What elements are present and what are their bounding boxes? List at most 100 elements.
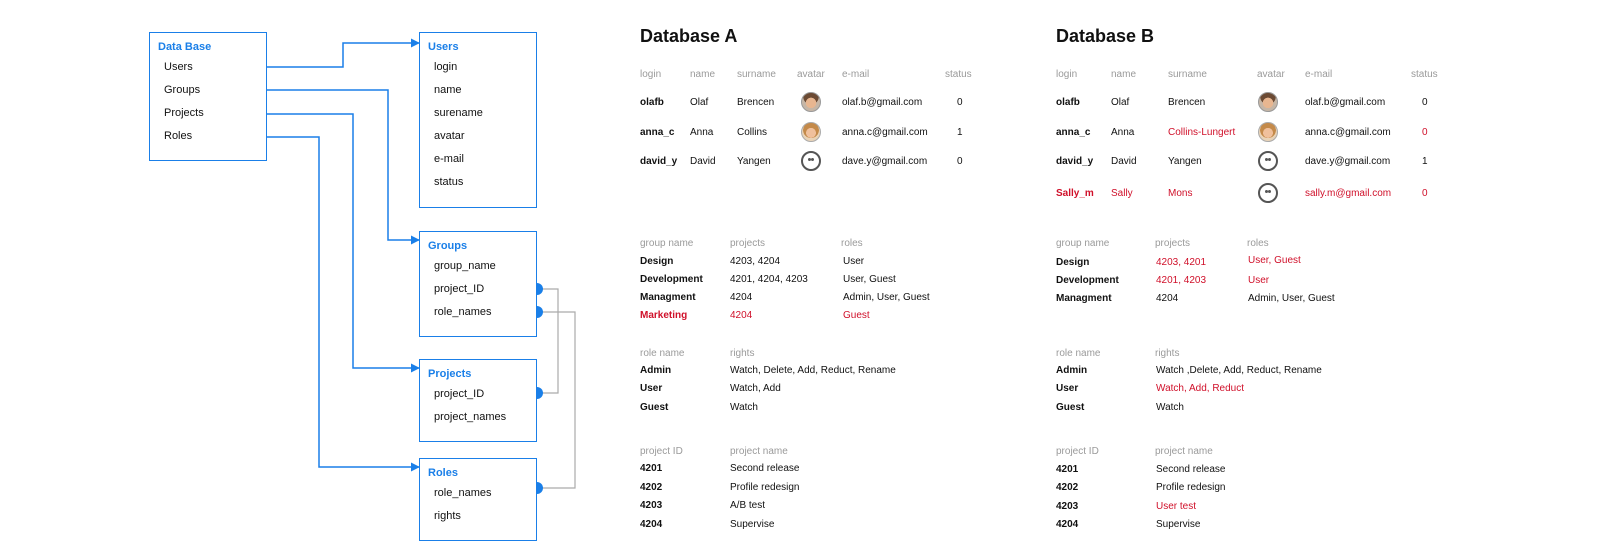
users-field-surname: surename (434, 107, 483, 119)
b-group-roles: User, Guest (1248, 255, 1301, 266)
a-users-header-status: status (945, 69, 972, 80)
a-users-header-login: login (640, 69, 662, 80)
a-role-name: User (640, 383, 663, 394)
b-user-name: Anna (1111, 127, 1135, 138)
roles-field-rights: rights (434, 510, 461, 522)
a-role-rights: Watch, Add (730, 383, 781, 394)
blank-avatar-icon (801, 151, 821, 171)
b-user-name: David (1111, 156, 1137, 167)
users-field-name: name (434, 84, 462, 96)
a-user-email: olaf.b@gmail.com (842, 97, 923, 108)
face-avatar (1258, 122, 1278, 142)
link-role-names (537, 311, 576, 489)
a-group-projects: 4201, 4204, 4203 (730, 274, 808, 285)
b-project-name: User test (1156, 501, 1197, 512)
b-project-name: Profile redesign (1156, 482, 1226, 493)
b-roles-header-name: role name (1056, 348, 1101, 359)
key-dot-roles-names (537, 482, 543, 494)
a-project-name: Supervise (730, 519, 775, 530)
a-user-surname: Yangen (737, 156, 771, 167)
b-user-email: olaf.b@gmail.com (1305, 97, 1386, 108)
b-user-login: anna_c (1056, 127, 1091, 138)
a-user-name: Olaf (690, 97, 709, 108)
b-role-name: User (1056, 383, 1079, 394)
b-users-header-avatar: avatar (1257, 69, 1285, 80)
b-user-status: 0 (1422, 188, 1428, 199)
b-user-email: sally.m@gmail.com (1305, 188, 1392, 199)
schema-diagram: Data Base Users Groups Projects Roles Us… (0, 0, 600, 560)
projects-box-title: Projects (428, 368, 472, 380)
link-project-id (537, 288, 559, 394)
b-user-login: david_y (1056, 156, 1094, 167)
b-user-surname: Yangen (1168, 156, 1202, 167)
database-box: Data Base Users Groups Projects Roles (149, 32, 267, 161)
face-avatar (801, 122, 821, 142)
b-role-rights: Watch ,Delete, Add, Reduct, Rename (1156, 365, 1322, 376)
b-group-name: Development (1056, 275, 1119, 286)
a-projects-header-id: project ID (640, 446, 683, 457)
a-project-id: 4204 (640, 519, 663, 530)
database-item-groups: Groups (164, 84, 201, 96)
key-dot-groups-project (537, 283, 543, 295)
b-role-name: Admin (1056, 365, 1088, 376)
b-projects-header-id: project ID (1056, 446, 1099, 457)
face-avatar (1258, 92, 1278, 112)
connector-roles (266, 136, 420, 472)
b-role-rights: Watch, Add, Reduct (1156, 383, 1245, 394)
b-group-projects: 4201, 4203 (1156, 275, 1207, 286)
b-groups-header-projects: projects (1155, 238, 1191, 249)
b-group-projects: 4203, 4201 (1156, 257, 1207, 268)
a-users-header-surname: surname (737, 69, 776, 80)
b-group-roles: User (1248, 275, 1270, 286)
b-project-id: 4204 (1056, 519, 1079, 530)
a-project-name: Profile redesign (730, 482, 800, 493)
roles-field-role-names: role_names (434, 487, 492, 499)
b-group-roles: Admin, User, Guest (1248, 293, 1335, 304)
key-dot-groups-role (537, 306, 543, 318)
blank-avatar-icon (1258, 183, 1278, 203)
b-groups-header-roles: roles (1247, 238, 1269, 249)
b-projects-header-name: project name (1155, 446, 1213, 457)
b-user-login: olafb (1056, 97, 1080, 108)
b-users-header-status: status (1411, 69, 1438, 80)
groups-box: Groups group_name project_ID role_names (419, 231, 537, 337)
b-user-surname: Mons (1168, 188, 1193, 199)
b-user-status: 1 (1422, 156, 1428, 167)
a-users-header-email: e-mail (842, 69, 870, 80)
a-user-status: 0 (957, 97, 963, 108)
blank-avatar-icon (1258, 151, 1278, 171)
a-user-email: anna.c@gmail.com (842, 127, 928, 138)
a-role-name: Guest (640, 402, 669, 413)
users-field-login: login (434, 61, 458, 73)
database-item-roles: Roles (164, 130, 193, 142)
b-groups-header-name: group name (1056, 238, 1110, 249)
b-group-name: Design (1056, 257, 1090, 268)
a-group-name: Development (640, 274, 703, 285)
a-users-header-avatar: avatar (797, 69, 825, 80)
b-users-header-surname: surname (1168, 69, 1207, 80)
a-role-rights: Watch (730, 402, 758, 413)
b-group-name: Managment (1056, 293, 1112, 304)
a-group-name: Managment (640, 292, 696, 303)
users-field-status: status (434, 176, 464, 188)
a-user-status: 1 (957, 127, 963, 138)
database-item-projects: Projects (164, 107, 204, 119)
a-group-roles: User, Guest (843, 274, 896, 285)
a-user-surname: Collins (737, 127, 768, 138)
b-project-name: Second release (1156, 464, 1226, 475)
users-box-title: Users (428, 41, 459, 53)
a-group-roles: User (843, 256, 865, 267)
a-user-email: dave.y@gmail.com (842, 156, 928, 167)
b-group-projects: 4204 (1156, 293, 1179, 304)
a-project-name: A/B test (730, 500, 766, 511)
b-roles-header-rights: rights (1155, 348, 1180, 359)
database-b-title: Database B (1056, 26, 1155, 46)
groups-field-role-names: role_names (434, 306, 492, 318)
users-field-email: e-mail (434, 153, 464, 165)
a-user-login: anna_c (640, 127, 675, 138)
a-role-name: Admin (640, 365, 672, 376)
b-project-id: 4203 (1056, 501, 1079, 512)
b-users-header-login: login (1056, 69, 1078, 80)
a-project-id: 4201 (640, 463, 663, 474)
a-user-name: Anna (690, 127, 714, 138)
